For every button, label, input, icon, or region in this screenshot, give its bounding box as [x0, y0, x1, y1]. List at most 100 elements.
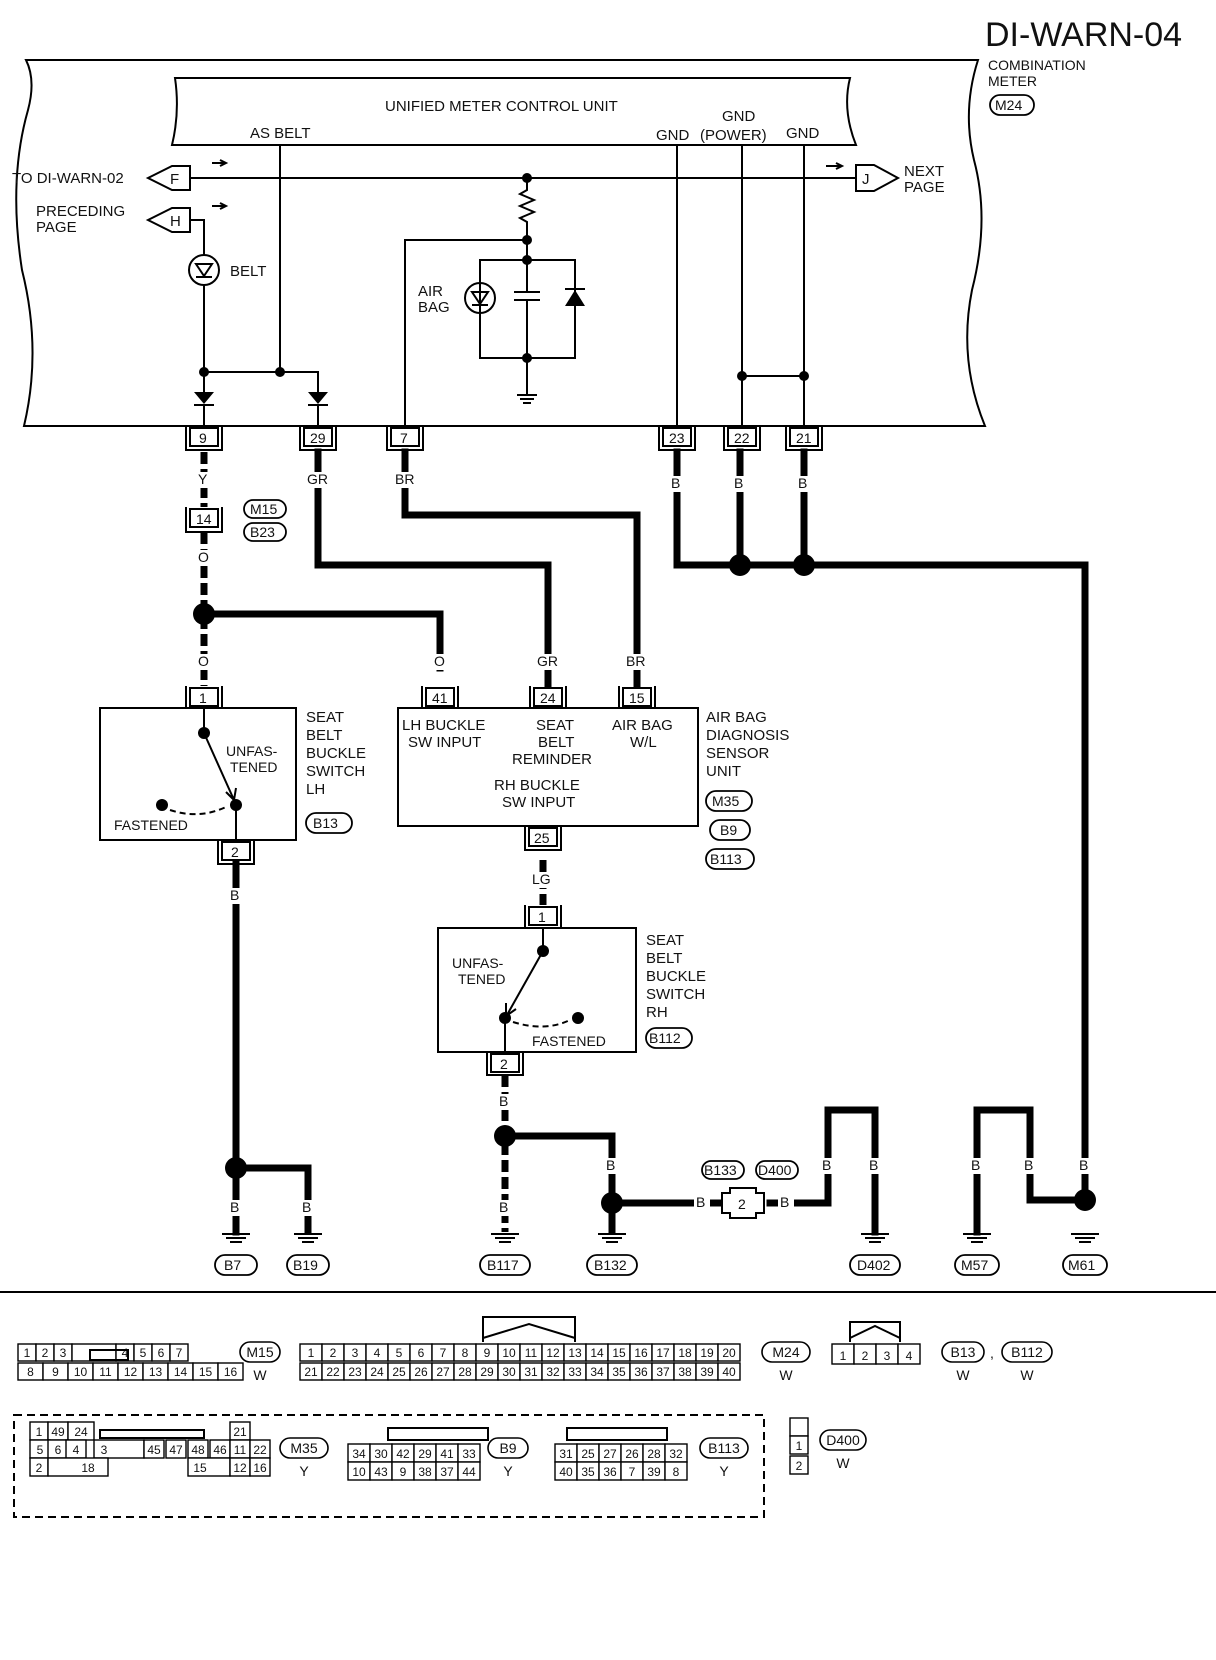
ground-b7: B7: [224, 1257, 241, 1273]
m24-row1-pin-label: 16: [634, 1346, 648, 1360]
wire-color-b-inline-right: B: [780, 1194, 789, 1210]
offpage-preceding-line2: PAGE: [36, 219, 77, 236]
wire-color-b-d400-out: B: [822, 1157, 831, 1173]
airbag-unit-connector-b113: B113: [710, 851, 742, 867]
m35-row2-pin-label: 5: [37, 1443, 44, 1457]
b113-row1-pin-label: 25: [581, 1447, 595, 1461]
m35-row2-pin-label: 48: [191, 1443, 205, 1457]
m15-row1-pin-label: 5: [140, 1346, 147, 1360]
seat-belt-lh-unfastened-line1: UNFAS-: [226, 743, 278, 759]
m24-row1-pin-label: 12: [546, 1346, 560, 1360]
m35-row2-pin-label: 45: [147, 1443, 161, 1457]
seat-belt-lh-label-line2: BELT: [306, 727, 342, 744]
airbag-unit-label-line1: AIR BAG: [706, 709, 767, 726]
wire-color-b-b117: B: [499, 1199, 508, 1215]
m35-row2-pin-label: 22: [253, 1443, 267, 1457]
b9-row1-pin-label: 42: [396, 1447, 410, 1461]
m15-row1-pin-label: 2: [42, 1346, 49, 1360]
wire-color-br: BR: [395, 471, 414, 487]
wire-color-b-b19: B: [302, 1199, 311, 1215]
airbag-warning-lamp-icon: [464, 282, 496, 314]
m24-row2-pin-label: 25: [392, 1365, 406, 1379]
offpage-connector-f: [145, 165, 191, 191]
m35-row1-pin-label: 49: [51, 1425, 65, 1439]
belt-warning-lamp-icon: [188, 254, 220, 286]
wire-color-o-lower: O: [198, 653, 209, 669]
b113-row2-pin-label: 39: [647, 1465, 661, 1479]
m24-row2-pin-label: 35: [612, 1365, 626, 1379]
b13-badge: [941, 1341, 985, 1363]
page-code: DI-WARN-04: [985, 16, 1182, 54]
connector-badge-b13: [305, 812, 353, 834]
m15-row2-pin-label: 16: [224, 1365, 238, 1379]
wire-color-y: Y: [198, 471, 208, 487]
b13-row1-pin-label: 1: [840, 1349, 847, 1363]
offpage-connector-h: [145, 207, 191, 233]
unified-meter-control-unit-outline: [170, 77, 858, 146]
wire-color-b-inline-left: B: [696, 1194, 705, 1210]
connector-badge-m24: [989, 94, 1035, 116]
airbag-unit-pin-25: 25: [534, 830, 550, 846]
ground-badges: [214, 1254, 1108, 1276]
offpage-next-line2: PAGE: [904, 179, 945, 196]
m24-row2-pin-label: 28: [458, 1365, 472, 1379]
airbag-lamp-label-line2: BAG: [418, 299, 450, 316]
m24-row2-pin-label: 33: [568, 1365, 582, 1379]
seat-belt-lh-fastened: FASTENED: [114, 817, 188, 833]
m35-row2-pin-label: 11: [234, 1443, 247, 1457]
lower-wire-color-labels: [228, 1094, 1093, 1216]
connector-badge-m15: [243, 499, 287, 519]
m35-row2-pin-label: 4: [73, 1443, 80, 1457]
m15-row1-pin-label: 4: [122, 1346, 129, 1360]
as-belt-terminal-label: AS BELT: [250, 125, 311, 142]
d400-pin-label: 2: [796, 1459, 803, 1473]
airbag-unit-wl-line1: AIR BAG: [612, 717, 673, 734]
d400-name: D400: [826, 1432, 860, 1448]
m15-row1-pin-label: 3: [60, 1346, 67, 1360]
offpage-next-line1: NEXT: [904, 163, 944, 180]
meter-pin-23: 23: [669, 430, 685, 446]
junction-connector-pin-label: 14: [196, 511, 212, 527]
b113-color: Y: [719, 1463, 729, 1479]
ground-b19: B19: [293, 1257, 318, 1273]
airbag-unit-label-line3: SENSOR: [706, 745, 770, 762]
meter-pin-21: 21: [796, 430, 812, 446]
m24-row2-pin-label: 32: [546, 1365, 560, 1379]
m24-row2-pin-label: 30: [502, 1365, 516, 1379]
connector-badge-b113: [705, 848, 755, 870]
m24-row2-pin-label: 36: [634, 1365, 648, 1379]
harness-wires: [200, 448, 1089, 1236]
b13-row1-pin-label: 2: [862, 1349, 869, 1363]
m35-row1-pin-label: 21: [233, 1425, 247, 1439]
seat-belt-lh-unfastened-line2: TENED: [230, 759, 277, 775]
m35-row2-pin-label: 3: [101, 1443, 108, 1457]
seat-belt-rh-unfastened-line1: UNFAS-: [452, 955, 504, 971]
ground-d402: D402: [857, 1257, 891, 1273]
m15-color: W: [253, 1367, 267, 1383]
wire-color-b-d402: B: [869, 1157, 878, 1173]
seat-belt-lh-label-line3: BUCKLE: [306, 745, 366, 762]
wire-color-b-m61-loop: B: [1024, 1157, 1033, 1173]
m24-row2-pin-label: 34: [590, 1365, 604, 1379]
b13-row1-cell: [897, 1343, 921, 1365]
m24-row1-pin-label: 1: [308, 1346, 315, 1360]
m24-row1-pin-label: 19: [700, 1346, 714, 1360]
meter-pins: [185, 426, 823, 451]
b9-row1-pin-label: 29: [418, 1447, 432, 1461]
airbag-unit-box: [397, 707, 699, 827]
airbag-unit-lh-buckle-line2: SW INPUT: [408, 734, 481, 751]
m35-row3-cell: [47, 1457, 109, 1477]
b113-row1-pin-label: 26: [625, 1447, 639, 1461]
m24-row2-pin-label: 40: [722, 1365, 736, 1379]
m15-row2-pin-label: 14: [174, 1365, 188, 1379]
b9-row2-pin-label: 44: [462, 1465, 476, 1479]
seat-belt-lh-pin2: [221, 841, 251, 861]
b9-row2-cell: [457, 1461, 481, 1481]
d400-latch: [789, 1417, 809, 1437]
m24-row1-pin-label: 4: [374, 1346, 381, 1360]
airbag-unit-reminder-line1: SEAT: [536, 717, 574, 734]
m24-color: W: [779, 1367, 793, 1383]
combination-meter-outline: [15, 59, 987, 427]
b9-row1-pin-label: 41: [440, 1447, 454, 1461]
